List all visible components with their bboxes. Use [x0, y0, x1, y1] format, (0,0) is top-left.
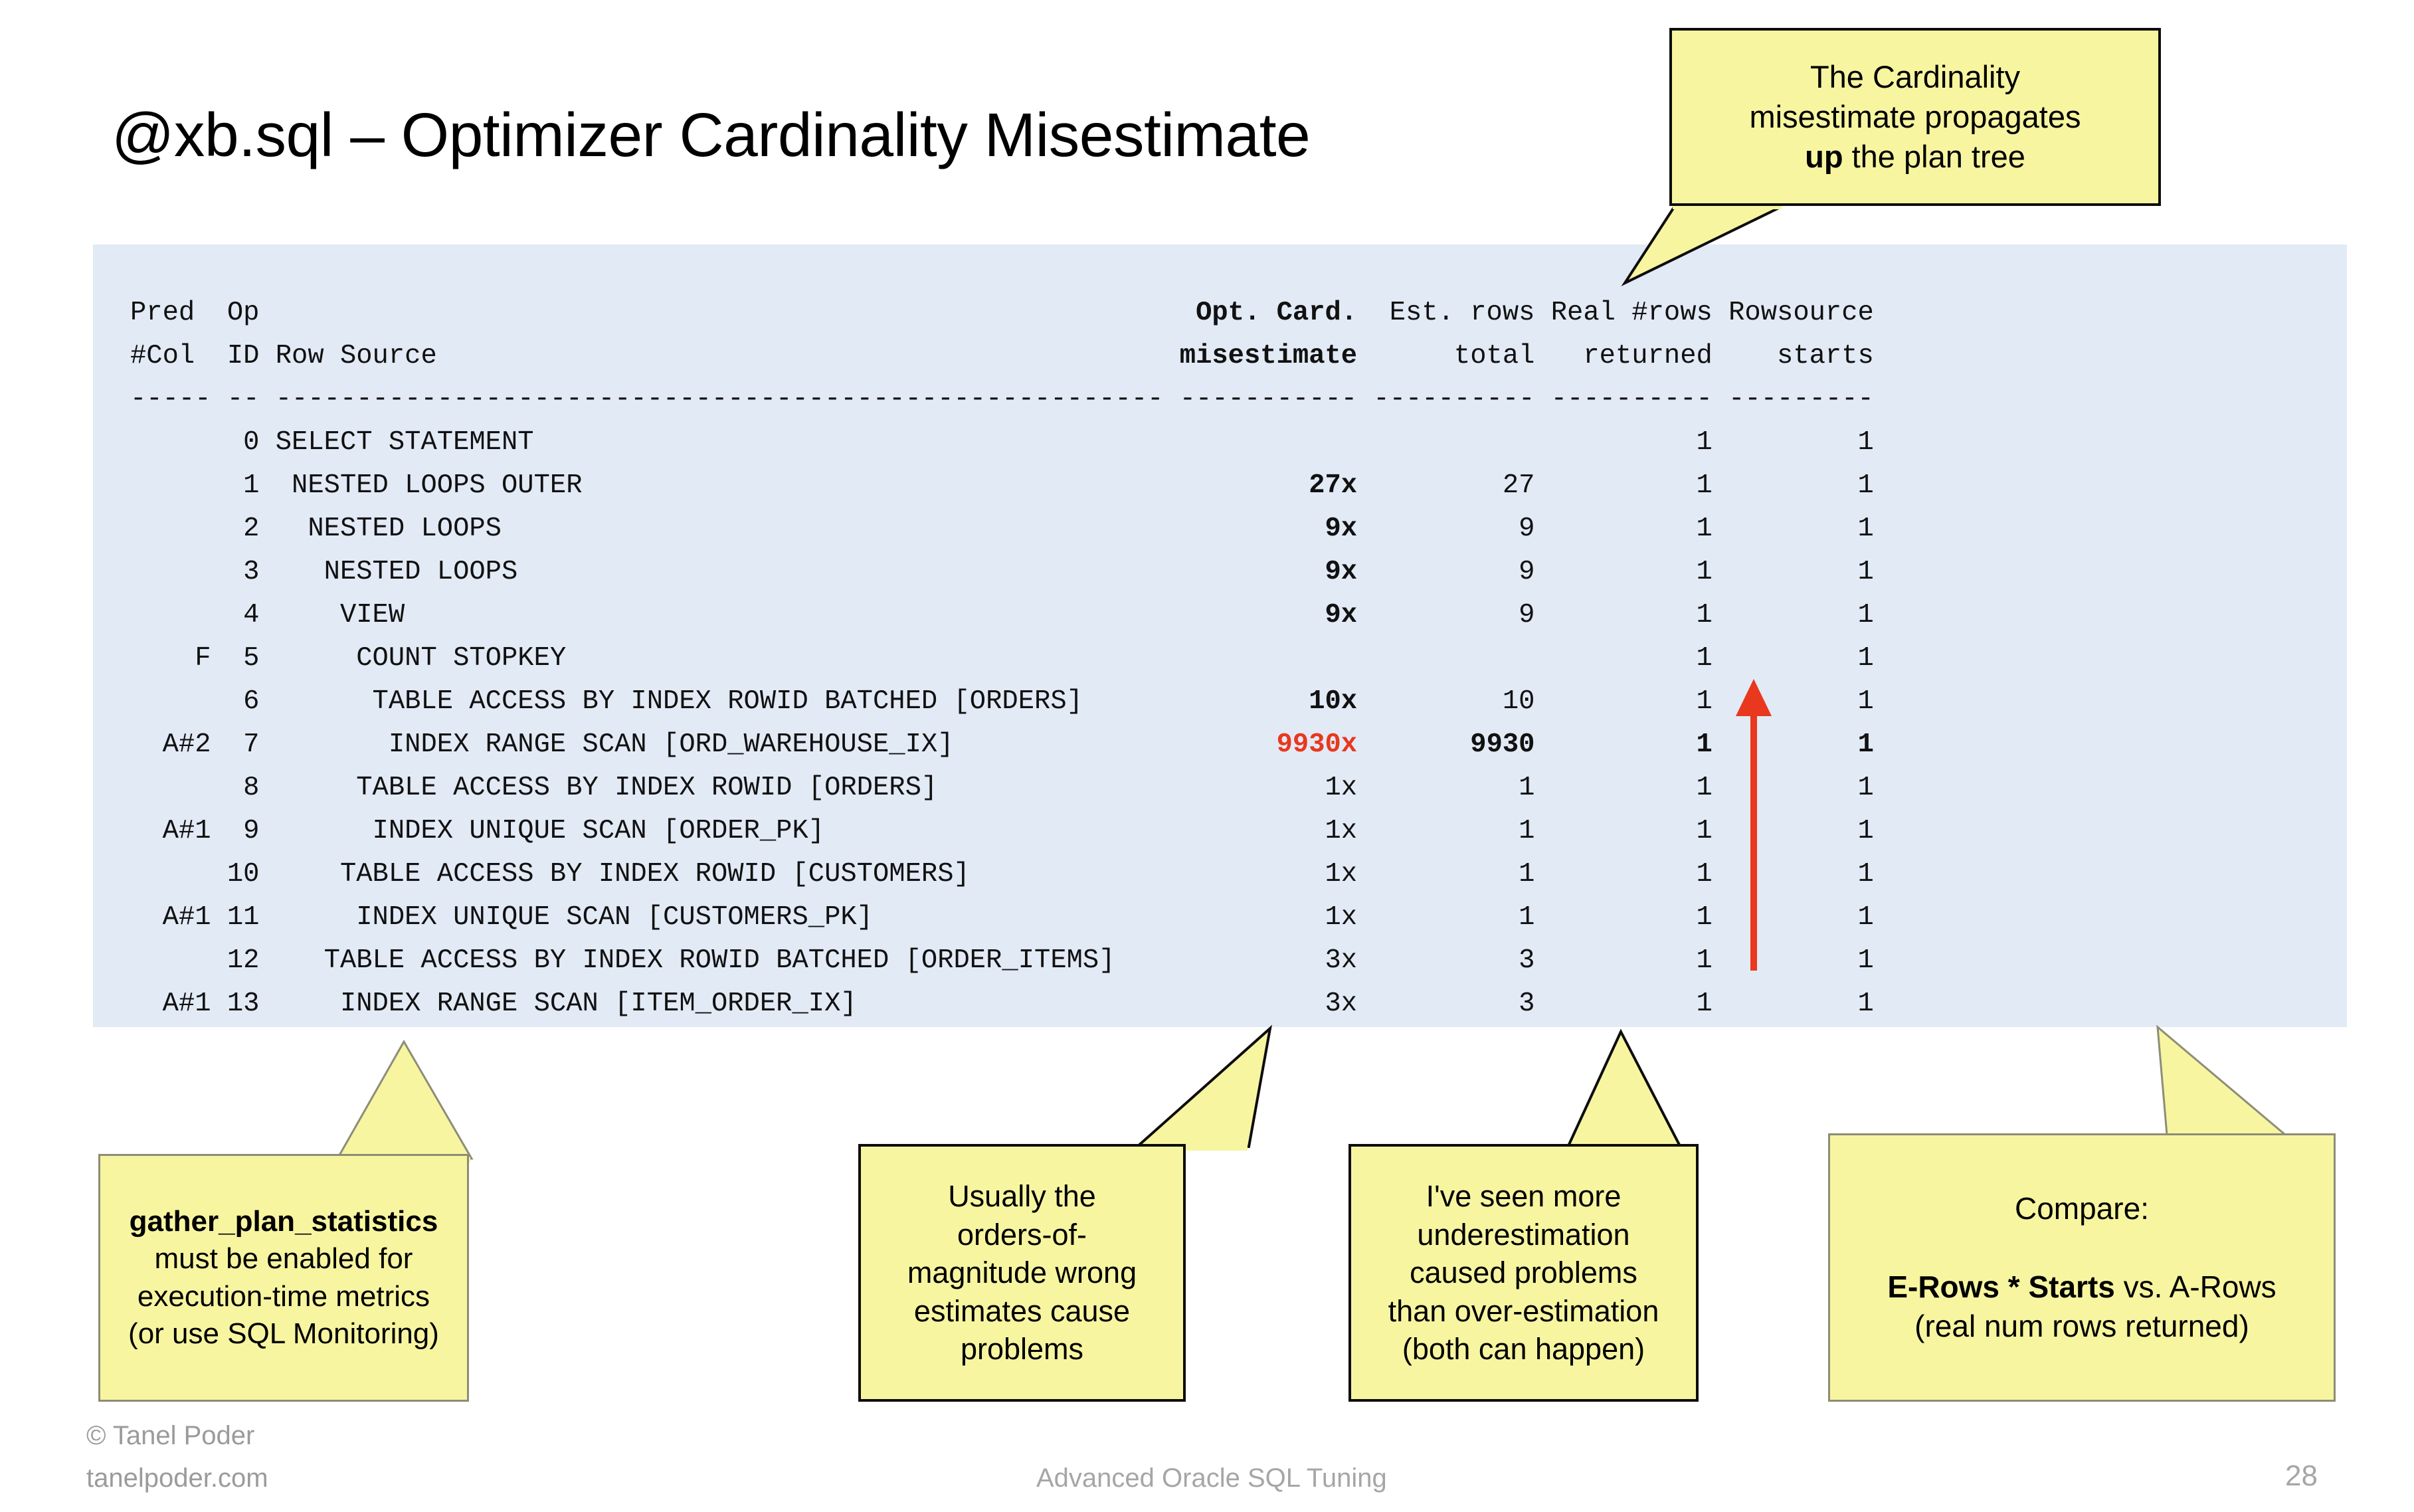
usually-line-3: magnitude wrong: [907, 1256, 1137, 1290]
gps-line-1: gather_plan_statistics: [128, 1203, 439, 1240]
gps-line-2: must be enabled for: [154, 1242, 413, 1276]
compare-rest-fragment: vs. A-Rows: [2114, 1270, 2276, 1304]
execution-plan-text: Pred Op Opt. Card. Est. rows Real #rows …: [130, 297, 1874, 1019]
callout-top-line-2: misestimate propagates: [1749, 98, 2081, 134]
gps-line-3: execution-time metrics: [137, 1279, 430, 1313]
page-title: @xb.sql – Optimizer Cardinality Misestim…: [112, 100, 1311, 169]
compare-line-blank: [1887, 1228, 2276, 1268]
usually-line-1: Usually the: [948, 1179, 1096, 1214]
page-number: 28: [2285, 1460, 2318, 1492]
compare-bold-fragment: E-Rows * Starts: [1887, 1270, 2115, 1304]
execution-plan-panel: Pred Op Opt. Card. Est. rows Real #rows …: [93, 244, 2347, 1027]
gps-bold-text: gather_plan_statistics: [129, 1204, 438, 1238]
usually-line-5: problems: [960, 1332, 1084, 1367]
seen-line-2: underestimation: [1417, 1217, 1630, 1252]
usually-line-2: orders-of-: [957, 1217, 1087, 1252]
callout-top-bold-word: up: [1805, 139, 1843, 175]
gather-plan-statistics-callout-tail: [335, 1039, 474, 1163]
callout-top-line-3: up the plan tree: [1805, 139, 2025, 175]
callout-underestimation-vs-overestimation: I've seen more underestimation caused pr…: [1348, 1144, 1699, 1402]
compare-line-3: E-Rows * Starts vs. A-Rows: [1887, 1268, 2276, 1307]
callout-cardinality-propagates: The Cardinality misestimate propagates u…: [1669, 28, 2161, 206]
usually-line-4: estimates cause: [913, 1293, 1131, 1328]
seen-line-4: than over-estimation: [1388, 1293, 1659, 1328]
callout-compare-erows-starts: Compare: E-Rows * Starts vs. A-Rows (rea…: [1828, 1133, 2336, 1402]
seen-line-3: caused problems: [1410, 1256, 1637, 1290]
propagation-up-arrow-icon: [1736, 679, 1772, 971]
footer-deck-title: Advanced Oracle SQL Tuning: [1036, 1464, 1387, 1493]
compare-line-4: (real num rows returned): [1914, 1308, 2249, 1343]
usually-callout-tail: [1133, 1024, 1272, 1151]
seen-more-callout-tail: [1565, 1028, 1683, 1151]
seen-line-5: (both can happen): [1402, 1332, 1645, 1367]
callout-top-line-1: The Cardinality: [1810, 58, 2021, 94]
gps-line-4: (or use SQL Monitoring): [128, 1317, 439, 1350]
seen-line-1: I've seen more: [1426, 1179, 1622, 1214]
callout-gather-plan-statistics: gather_plan_statistics must be enabled f…: [98, 1154, 469, 1402]
compare-line-1: Compare:: [2015, 1191, 2149, 1226]
callout-usually-orders-of-magnitude: Usually the orders-of- magnitude wrong e…: [858, 1144, 1186, 1402]
footer-copyright: © Tanel Poder: [86, 1421, 255, 1450]
footer-website: tanelpoder.com: [86, 1464, 268, 1493]
compare-callout-tail: [2156, 1024, 2288, 1139]
